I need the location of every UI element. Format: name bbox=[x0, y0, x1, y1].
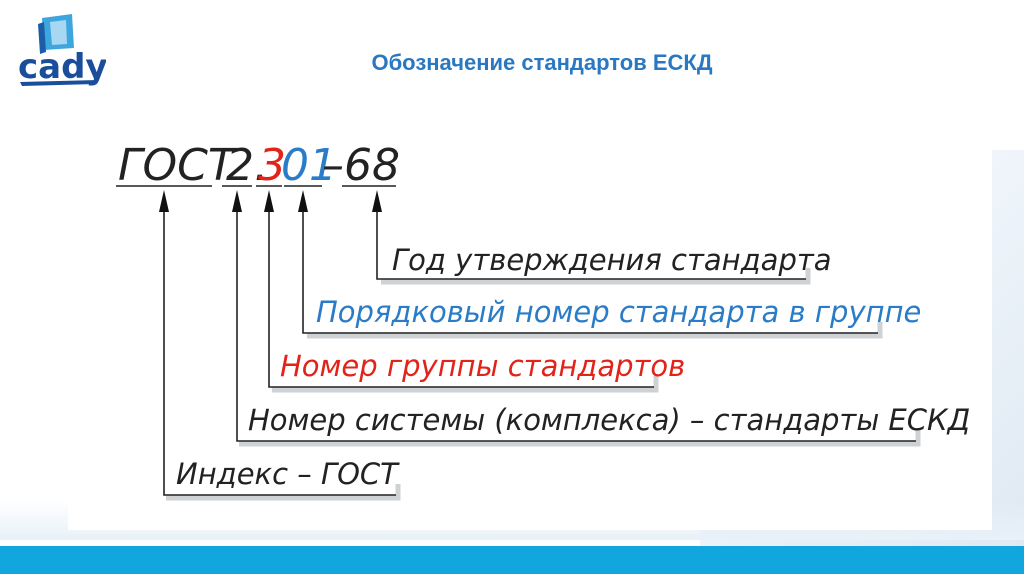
code-system: 2. bbox=[226, 140, 268, 191]
code-year: –68 bbox=[322, 140, 400, 191]
leader-shadows bbox=[166, 268, 921, 501]
leader-system bbox=[232, 190, 916, 442]
page-title: Обозначение стандартов ЕСКД bbox=[371, 50, 713, 75]
standard-designation: ГОСТ 2. 3 01 –68 bbox=[116, 140, 400, 191]
leader-group bbox=[264, 190, 654, 388]
label-number: Порядковый номер стандарта в группе bbox=[316, 295, 921, 329]
cady-logo: cady bbox=[18, 14, 106, 87]
bottom-bar bbox=[0, 546, 1024, 574]
code-number: 01 bbox=[281, 140, 337, 191]
label-year: Год утверждения стандарта bbox=[392, 243, 832, 277]
leader-index bbox=[159, 190, 396, 496]
code-prefix: ГОСТ bbox=[118, 140, 238, 191]
logo-book-icon bbox=[38, 14, 74, 54]
label-index: Индекс – ГОСТ bbox=[176, 457, 400, 491]
code-group: 3 bbox=[258, 140, 286, 191]
leader-year bbox=[372, 190, 806, 280]
label-system: Номер системы (комплекса) – стандарты ЕС… bbox=[248, 403, 970, 437]
label-group: Номер группы стандартов bbox=[280, 349, 685, 383]
leader-number bbox=[298, 190, 878, 334]
